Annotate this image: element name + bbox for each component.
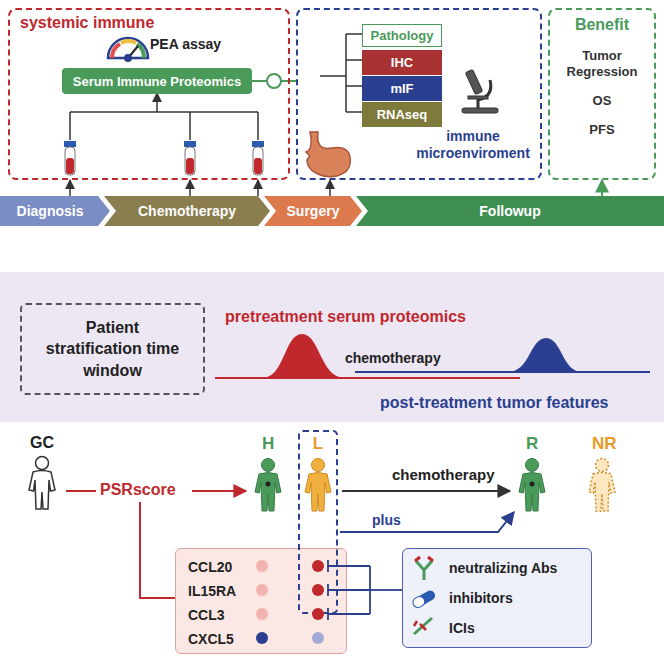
label-text: R — [526, 434, 538, 454]
node-title: IHC — [391, 55, 413, 70]
node-text: Tumor Regression — [556, 48, 648, 79]
label-text: post-treatment tumor features — [380, 394, 608, 412]
therapy-box: neutralizing AbsinhibitorsICIs — [402, 548, 592, 648]
bracket — [320, 34, 362, 112]
label-text: GC — [30, 434, 54, 452]
drug-icon — [411, 557, 437, 634]
band-ground — [0, 272, 664, 422]
timeline-step: Followup — [356, 196, 664, 226]
level-dot — [256, 560, 324, 644]
method-box: Pathology — [362, 24, 442, 47]
timeline-step: Diagnosis — [0, 196, 110, 226]
stomach-icon — [306, 132, 350, 177]
node-title: L — [300, 434, 336, 454]
inhibition-line — [328, 560, 402, 620]
timeline-arrow — [70, 180, 330, 196]
label-text: plus — [372, 512, 401, 528]
node-text: ICIs — [449, 613, 587, 643]
group-box: L — [298, 430, 338, 614]
microscope-icon — [462, 69, 498, 113]
node-title: Followup — [479, 203, 540, 219]
method-box: RNAseq — [362, 102, 442, 127]
method-box: mIF — [362, 76, 442, 101]
time-window-curve — [215, 334, 650, 378]
label-text: NR — [592, 434, 617, 454]
node-text: CCL3 — [188, 603, 346, 627]
node-text: CXCL5 — [188, 627, 346, 651]
node-text: OS — [556, 93, 648, 108]
process-box: Serum Immune Proteomics — [62, 68, 252, 94]
node-title: mIF — [390, 81, 413, 96]
node-text: IL15RA — [188, 579, 346, 603]
timeline-step: Surgery — [264, 196, 362, 226]
marker-box: CCL20IL15RACCL3CXCL5 — [175, 548, 347, 654]
label-text: PSRscore — [100, 481, 176, 499]
node-title: neutralizing Abs — [449, 553, 587, 583]
node-title: Chemotherapy — [138, 203, 236, 219]
node-title: Patient stratification time window — [36, 317, 189, 382]
node-title: Benefit — [556, 16, 648, 34]
panel-box: systemic immuneSerum Immune Proteomics — [8, 8, 290, 180]
node-text: PFS — [556, 122, 648, 137]
node-title: CCL20 — [188, 555, 346, 579]
gauge-icon — [108, 38, 148, 62]
label-text: H — [262, 434, 274, 454]
node-title: Serum Immune Proteomics — [73, 74, 241, 89]
connector — [601, 180, 603, 196]
note-box: Patient stratification time window — [20, 303, 205, 395]
label-text: chemotherapy — [392, 466, 495, 483]
node-title: Pathology — [371, 28, 434, 43]
timeline-step: Chemotherapy — [104, 196, 270, 226]
panel-box: BenefitTumor RegressionOS PFS — [548, 8, 656, 180]
node-title: Surgery — [287, 203, 340, 219]
junction-circle — [267, 74, 281, 88]
panel-box: immune microenviroment PathologyIHC mIF RNA… — [296, 8, 542, 180]
node-title: systemic immune — [20, 14, 278, 32]
label-text: pretreatment serum proteomics — [225, 308, 466, 326]
node-title: Diagnosis — [17, 203, 84, 219]
blood-tube — [64, 141, 264, 175]
node-text: inhibitors — [449, 583, 587, 613]
node-title: immune microenviroment — [410, 128, 536, 162]
person-icon — [29, 457, 615, 512]
method-box: IHC — [362, 50, 442, 75]
bracket — [70, 93, 258, 140]
node-title: RNAseq — [377, 107, 428, 122]
label-text: PEA assay — [150, 36, 221, 52]
label-text: chemotherapy — [345, 350, 441, 366]
